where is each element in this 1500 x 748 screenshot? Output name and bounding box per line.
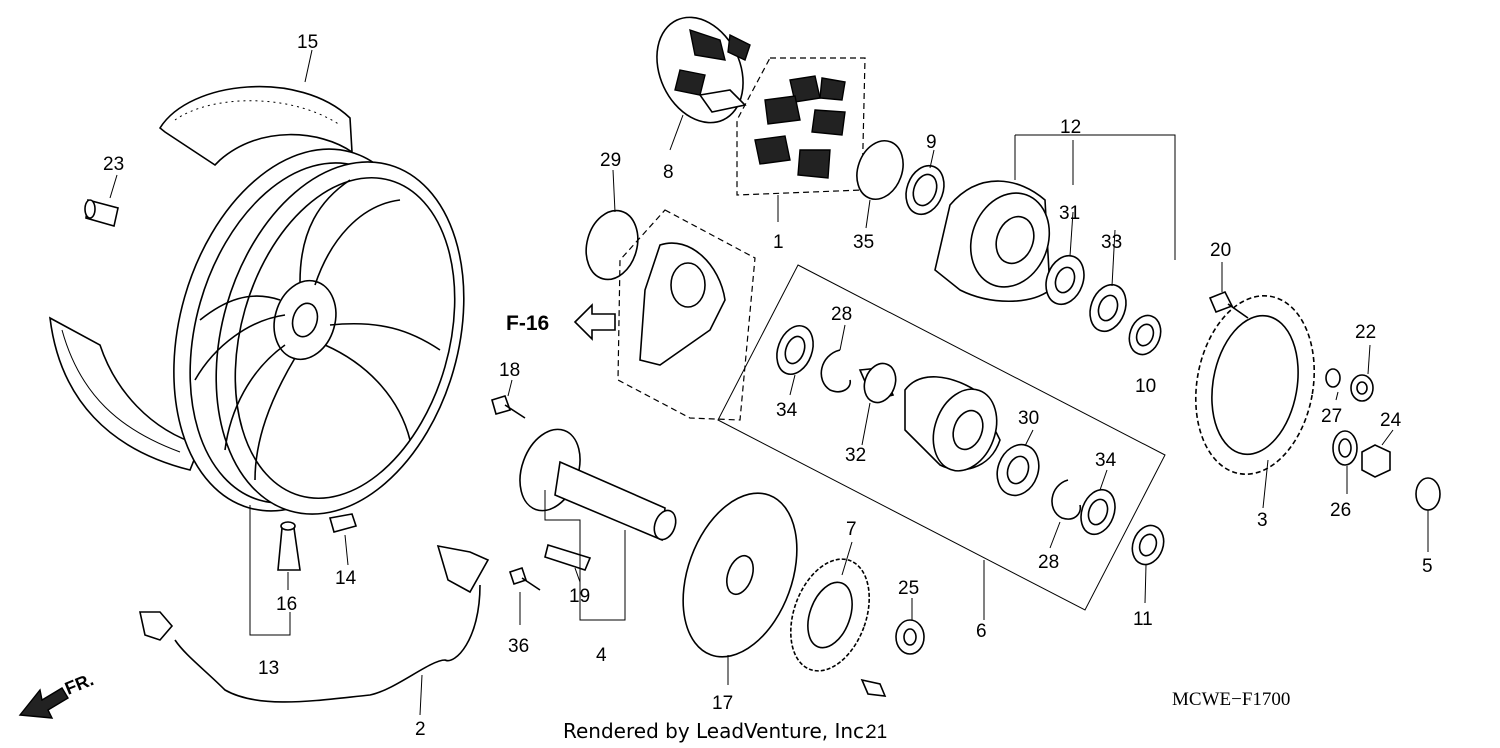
oil-seal-33[interactable] [1084, 280, 1132, 337]
callout-17[interactable]: 17 [712, 693, 733, 714]
callout-8[interactable]: 8 [663, 162, 674, 183]
stud-bolt-20[interactable] [1208, 290, 1249, 319]
callout-6[interactable]: 6 [976, 621, 987, 642]
front-label: FR. [62, 669, 96, 698]
axle-nut-24[interactable] [1361, 444, 1391, 478]
balance-weight[interactable] [328, 513, 358, 533]
bolt-19[interactable] [544, 543, 592, 571]
callout-21[interactable]: 21 [866, 722, 887, 743]
tire[interactable] [49, 85, 353, 471]
callout-27[interactable]: 27 [1321, 406, 1342, 427]
callout-18[interactable]: 18 [499, 360, 520, 381]
callout-35[interactable]: 35 [853, 232, 874, 253]
callout-34-upper[interactable]: 34 [776, 400, 798, 421]
oil-seal-34-left[interactable] [770, 321, 819, 380]
callout-numbers: 1 2 3 4 5 6 7 8 9 10 11 12 13 14 15 16 1… [103, 32, 1433, 743]
callout-31[interactable]: 31 [1059, 203, 1080, 224]
washer-27[interactable] [1325, 368, 1341, 388]
caliper-bracket[interactable] [639, 242, 726, 366]
callout-1[interactable]: 1 [773, 232, 784, 253]
eccentric-hub[interactable] [904, 376, 1008, 480]
callout-29[interactable]: 29 [600, 150, 621, 171]
damper-rubbers[interactable] [754, 75, 846, 179]
callout-9[interactable]: 9 [926, 132, 937, 153]
hub-assembly-frame [717, 264, 1166, 611]
callout-33[interactable]: 33 [1101, 232, 1122, 253]
rear-wheel[interactable] [134, 119, 503, 543]
callout-22[interactable]: 22 [1355, 322, 1376, 343]
front-arrow-icon [18, 687, 69, 719]
callout-36[interactable]: 36 [508, 636, 529, 657]
callout-34-lower[interactable]: 34 [1095, 450, 1117, 471]
f-16-arrow-icon [573, 303, 616, 341]
leader-lines [109, 49, 1429, 716]
bolt-36[interactable] [508, 566, 541, 591]
valve-cap[interactable] [84, 198, 119, 228]
callout-10[interactable]: 10 [1135, 376, 1156, 397]
callout-26[interactable]: 26 [1330, 500, 1351, 521]
callout-12[interactable]: 12 [1060, 117, 1081, 138]
callout-3[interactable]: 3 [1257, 510, 1268, 531]
collar-11[interactable] [1127, 521, 1169, 569]
callout-25[interactable]: 25 [898, 578, 919, 599]
callout-7[interactable]: 7 [846, 519, 857, 540]
needle-bearing[interactable] [858, 359, 901, 407]
final-driven-hub[interactable] [934, 180, 1062, 303]
callout-28-lower[interactable]: 28 [1038, 552, 1059, 573]
callout-14[interactable]: 14 [335, 568, 357, 589]
collar-10[interactable] [1124, 311, 1166, 359]
wheel-speed-sensor[interactable] [139, 544, 490, 703]
callout-15[interactable]: 15 [297, 32, 318, 53]
final-driven-flange[interactable] [641, 3, 760, 137]
collar[interactable] [900, 160, 951, 219]
brake-disc[interactable] [662, 477, 818, 672]
axle-cap-5[interactable] [1415, 477, 1441, 511]
bolt-21[interactable] [860, 678, 887, 697]
bolt-18[interactable] [491, 395, 526, 419]
callout-11[interactable]: 11 [1133, 609, 1153, 630]
callout-32[interactable]: 32 [845, 445, 866, 466]
f-16-label: F-16 [506, 312, 549, 335]
circlip-28-right[interactable] [1051, 479, 1082, 520]
callout-2[interactable]: 2 [415, 719, 426, 740]
rear-axle[interactable] [509, 421, 679, 543]
tire-valve[interactable] [277, 521, 301, 571]
oil-seal-34-right[interactable] [1075, 485, 1121, 539]
callout-28-upper[interactable]: 28 [831, 304, 852, 325]
sensor-rotor[interactable] [776, 548, 883, 682]
diagram-code: MCWE−F1700 [1172, 689, 1290, 710]
callout-19[interactable]: 19 [569, 586, 590, 607]
bearing-31[interactable] [1040, 250, 1091, 309]
callout-23[interactable]: 23 [103, 154, 124, 175]
callout-24[interactable]: 24 [1380, 410, 1402, 431]
washer-26[interactable] [1332, 430, 1358, 466]
drive-sprocket[interactable] [1182, 286, 1327, 483]
o-ring[interactable] [849, 134, 911, 205]
credit-text: Rendered by LeadVenture, Inc. [563, 719, 870, 743]
front-direction-indicator: FR. [18, 669, 96, 719]
circlip-28-left[interactable] [820, 349, 852, 393]
bearing-30[interactable] [990, 439, 1045, 502]
caliper-bracket-group [617, 209, 756, 421]
nut-22[interactable] [1350, 374, 1374, 402]
callout-20[interactable]: 20 [1210, 240, 1231, 261]
callout-5[interactable]: 5 [1422, 556, 1433, 577]
callout-13[interactable]: 13 [258, 658, 279, 679]
callout-30[interactable]: 30 [1018, 408, 1039, 429]
callout-16[interactable]: 16 [276, 594, 297, 615]
snap-ring[interactable] [579, 205, 645, 286]
nut-25[interactable] [895, 619, 925, 655]
f-16-reference: F-16 [506, 303, 616, 341]
callout-4[interactable]: 4 [596, 645, 607, 666]
